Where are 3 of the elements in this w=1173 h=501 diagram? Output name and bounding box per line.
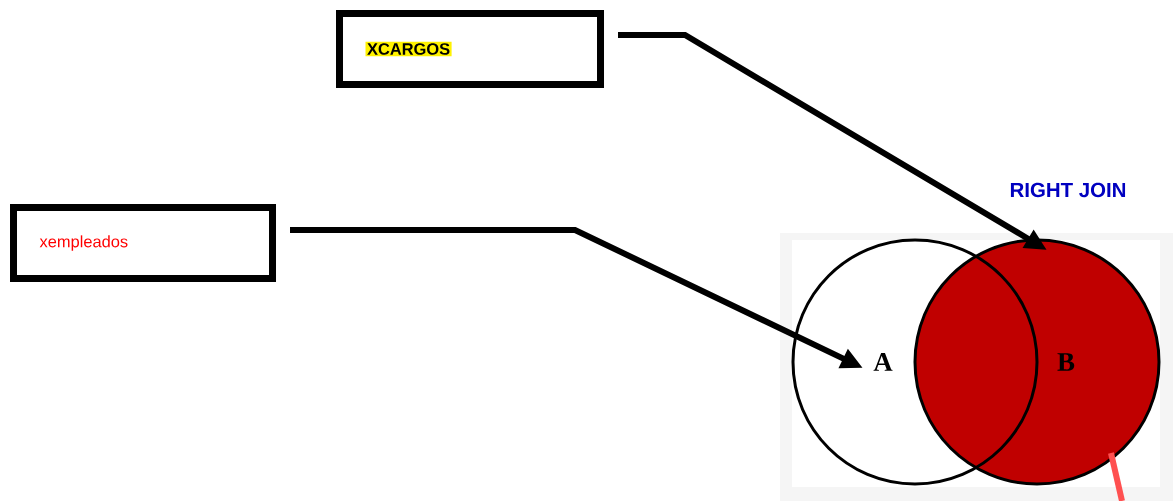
label-box: XCARGOS: [336, 10, 604, 88]
title: RIGHT JOIN: [1010, 182, 1126, 198]
label-box: xempleados: [10, 204, 276, 282]
